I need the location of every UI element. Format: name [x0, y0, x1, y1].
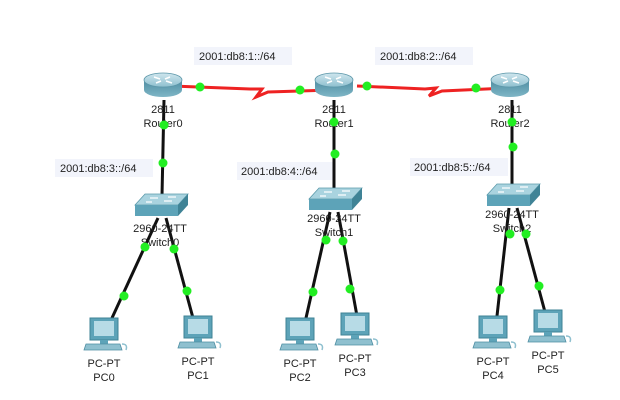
- pc-icon: [83, 317, 128, 351]
- port-light-router2-serial: [471, 83, 481, 93]
- pc-pc3[interactable]: PC-PT PC3: [334, 312, 379, 379]
- ethernet-link-switch2-pc4[interactable]: [495, 207, 511, 317]
- device-model-label: PC-PT: [532, 350, 565, 362]
- network-label-2: 2001:db8:2::/64: [375, 47, 473, 65]
- serial-link-router0-router1[interactable]: [171, 84, 333, 101]
- device-model-label: 2960-24TT: [307, 213, 361, 225]
- switch-switch0[interactable]: 2960-24TT Switch0: [133, 193, 189, 249]
- pc-icon: [472, 315, 517, 349]
- port-light-router1-serial-left: [295, 85, 305, 95]
- port-light-switch1-uplink: [330, 149, 340, 159]
- device-name-label: Switch0: [141, 237, 180, 249]
- switch-icon: [486, 183, 541, 206]
- port-light-switch2-pc5: [521, 229, 531, 239]
- network-label-text: 2001:db8:2::/64: [380, 51, 456, 63]
- ethernet-link-switch0-pc0[interactable]: [110, 217, 160, 319]
- port-light-pc1: [182, 286, 192, 296]
- switch-icon: [308, 187, 363, 210]
- switch-switch2[interactable]: 2960-24TT Switch2: [485, 183, 541, 235]
- port-light-switch0-uplink: [158, 158, 168, 168]
- device-model-label: PC-PT: [182, 356, 215, 368]
- network-label-4: 2001:db8:4::/64: [237, 162, 335, 180]
- device-model-label: PC-PT: [477, 356, 510, 368]
- pc-icon: [527, 309, 572, 343]
- port-light-switch2-uplink: [508, 142, 518, 152]
- port-light-switch2-pc4: [505, 229, 515, 239]
- port-light-switch0-pc1: [169, 244, 179, 254]
- network-label-text: 2001:db8:4::/64: [241, 166, 317, 178]
- network-label-text: 2001:db8:3::/64: [60, 163, 136, 175]
- pc-pc2[interactable]: PC-PT PC2: [279, 317, 324, 384]
- pc-icon: [279, 317, 324, 351]
- port-light-switch1-pc2: [321, 235, 331, 245]
- device-model-label: 2811: [498, 104, 522, 116]
- router-icon: [143, 72, 183, 97]
- port-light-router0-eth: [159, 120, 169, 130]
- device-model-label: 2811: [151, 104, 175, 116]
- ethernet-link-switch1-pc2[interactable]: [304, 211, 332, 319]
- pc-icon: [177, 315, 222, 349]
- port-light-pc2: [308, 287, 318, 297]
- pc-pc5[interactable]: PC-PT PC5: [527, 309, 572, 376]
- router-icon: [314, 72, 354, 97]
- port-light-router0-serial: [195, 82, 205, 92]
- port-light-router2-eth: [507, 117, 517, 127]
- device-name-label: PC1: [187, 370, 208, 382]
- switch-switch1[interactable]: 2960-24TT Switch1: [307, 187, 363, 239]
- device-model-label: PC-PT: [88, 358, 121, 370]
- device-name-label: PC4: [482, 370, 503, 382]
- port-light-pc4: [495, 285, 505, 295]
- network-label-1: 2001:db8:1::/64: [194, 47, 292, 65]
- network-label-5: 2001:db8:5::/64: [410, 158, 508, 176]
- device-model-label: 2811: [322, 104, 346, 116]
- port-light-pc5: [534, 281, 544, 291]
- network-labels: 2001:db8:1::/64 2001:db8:2::/64 2001:db8…: [55, 47, 508, 180]
- pc-icon: [334, 312, 379, 346]
- router-icon: [490, 72, 530, 97]
- pc-pc4[interactable]: PC-PT PC4: [472, 315, 517, 382]
- port-light-switch0-pc0: [140, 242, 150, 252]
- device-model-label: PC-PT: [284, 358, 317, 370]
- device-name-label: PC2: [289, 372, 310, 384]
- port-light-router1-serial-right: [362, 81, 372, 91]
- serial-link-router1-router2[interactable]: [356, 84, 509, 98]
- device-name-label: PC3: [344, 367, 365, 379]
- port-light-router1-eth: [329, 117, 339, 127]
- pc-pc0[interactable]: PC-PT PC0: [83, 317, 128, 384]
- ethernet-link-switch1-pc3[interactable]: [336, 211, 359, 317]
- ethernet-link-router0-switch0[interactable]: [160, 99, 166, 197]
- network-label-text: 2001:db8:5::/64: [414, 162, 490, 174]
- port-indicators: [119, 81, 544, 301]
- device-name-label: PC0: [93, 372, 114, 384]
- device-model-label: 2960-24TT: [485, 209, 539, 221]
- network-label-3: 2001:db8:3::/64: [55, 159, 153, 177]
- pc-pc1[interactable]: PC-PT PC1: [177, 315, 222, 382]
- device-model-label: PC-PT: [339, 353, 372, 365]
- device-name-label: Switch1: [315, 227, 354, 239]
- port-light-pc0: [119, 291, 129, 301]
- port-light-pc3: [345, 284, 355, 294]
- ethernet-link-switch2-pc5[interactable]: [515, 207, 547, 313]
- device-model-label: 2960-24TT: [133, 223, 187, 235]
- device-name-label: Switch2: [493, 223, 532, 235]
- network-label-text: 2001:db8:1::/64: [199, 51, 275, 63]
- switch-icon: [134, 193, 189, 216]
- port-light-switch1-pc3: [338, 236, 348, 246]
- device-name-label: PC5: [537, 364, 558, 376]
- ethernet-link-switch0-pc1[interactable]: [164, 217, 195, 319]
